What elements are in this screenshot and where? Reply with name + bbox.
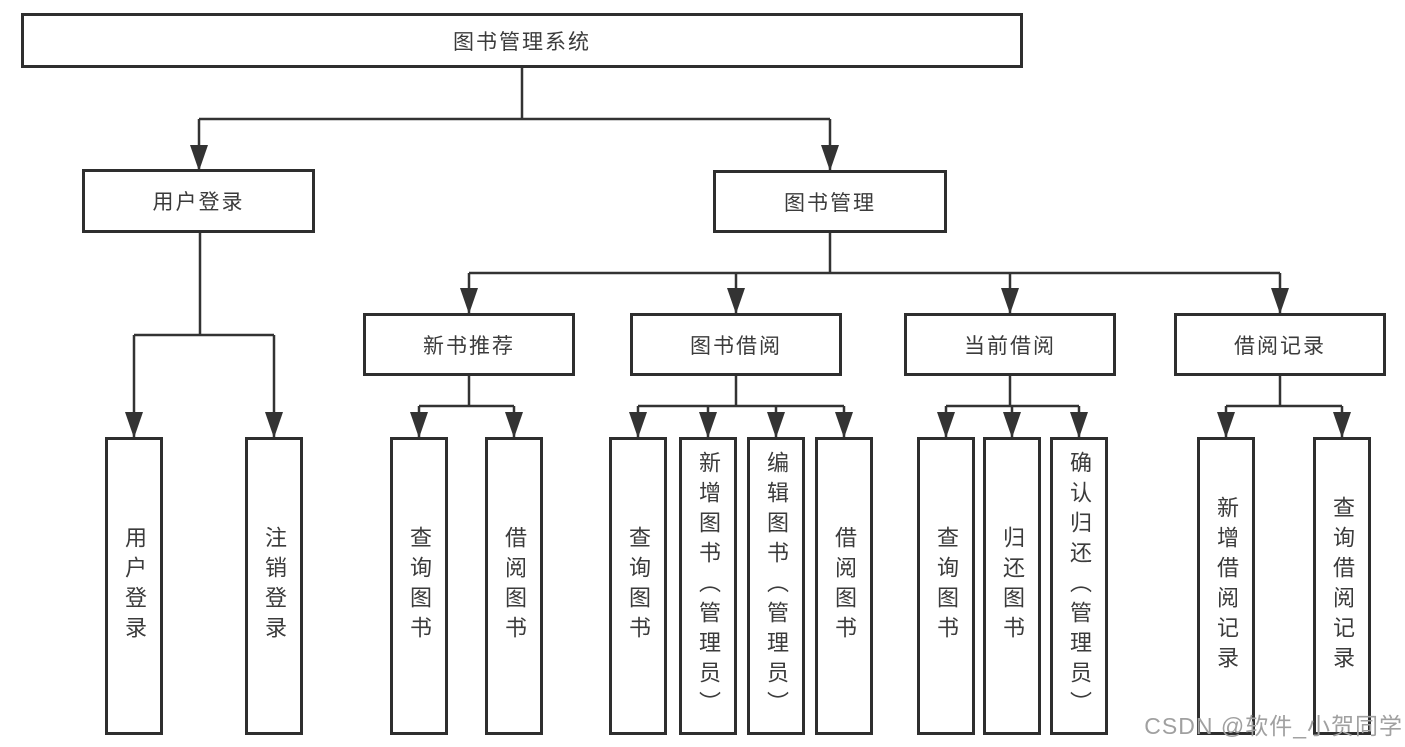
node-current-borrowing: 当前借阅 xyxy=(904,313,1116,376)
leaf-nb-query-books: 查询图书 xyxy=(390,437,448,735)
leaf-nb-borrow-books: 借阅图书 xyxy=(485,437,543,735)
node-root: 图书管理系统 xyxy=(21,13,1023,68)
node-book-borrowing: 图书借阅 xyxy=(630,313,842,376)
leaf-bb-edit-books-admin: 编辑图书（管理员） xyxy=(747,437,805,735)
leaf-logout: 注销登录 xyxy=(245,437,303,735)
leaf-user-login: 用户登录 xyxy=(105,437,163,735)
leaf-br-add-record: 新增借阅记录 xyxy=(1197,437,1255,735)
node-new-book-recommend: 新书推荐 xyxy=(363,313,575,376)
node-borrowing-records: 借阅记录 xyxy=(1174,313,1386,376)
watermark: CSDN @软件_小贺同学 xyxy=(1144,713,1403,739)
node-user-login: 用户登录 xyxy=(82,169,315,233)
leaf-bb-add-books-admin: 新增图书（管理员） xyxy=(679,437,737,735)
leaf-cb-confirm-return-admin: 确认归还（管理员） xyxy=(1050,437,1108,735)
leaf-br-query-record: 查询借阅记录 xyxy=(1313,437,1371,735)
leaf-cb-query-books: 查询图书 xyxy=(917,437,975,735)
leaf-bb-borrow-books: 借阅图书 xyxy=(815,437,873,735)
leaf-cb-return-books: 归还图书 xyxy=(983,437,1041,735)
leaf-bb-query-books: 查询图书 xyxy=(609,437,667,735)
node-book-management: 图书管理 xyxy=(713,170,947,233)
